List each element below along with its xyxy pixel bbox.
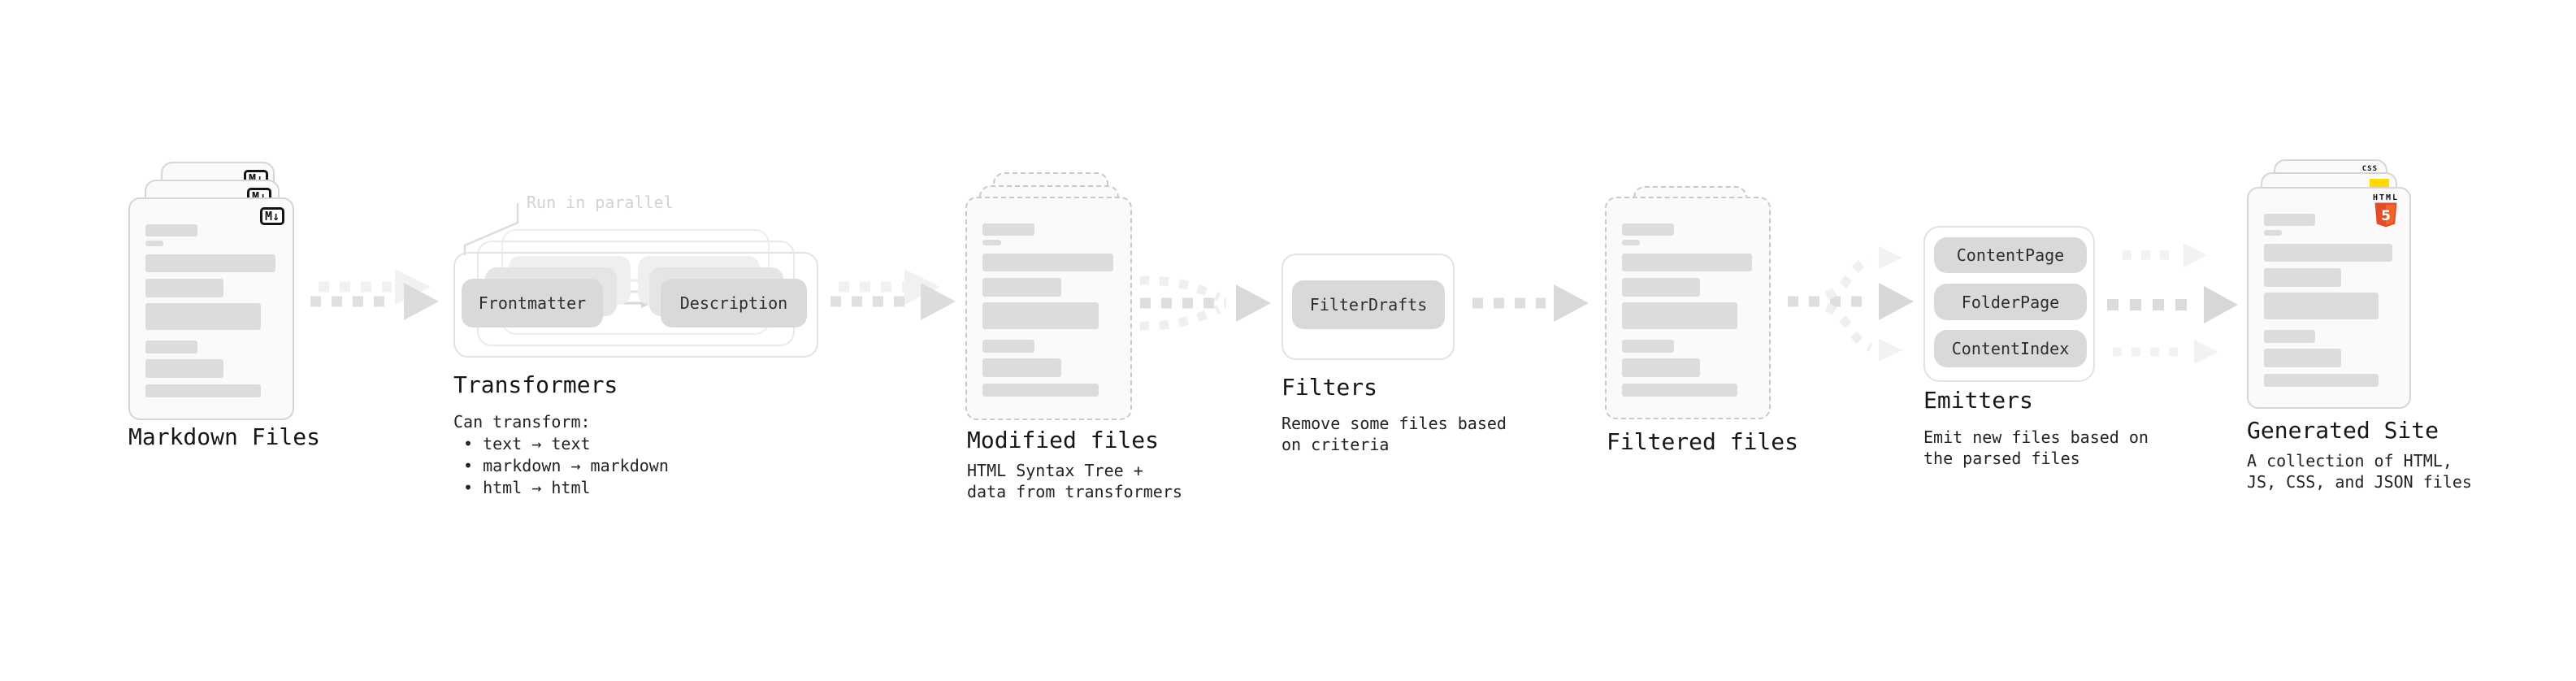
stage-label-emitters: Emitters xyxy=(1923,387,2033,414)
arrow-markdown-to-transformers xyxy=(310,269,439,320)
emitters-desc: Emit new files based on the parsed files xyxy=(1923,427,2149,469)
filter-drafts-chip: FilterDrafts xyxy=(1292,280,1445,329)
stage-label-markdown-files: Markdown Files xyxy=(128,423,321,450)
doc-content-bar xyxy=(1622,278,1700,297)
stage-label-generated-site: Generated Site xyxy=(2247,417,2439,444)
doc-content-bar xyxy=(2264,330,2316,343)
filters-desc: Remove some files based on criteria xyxy=(1281,413,1507,455)
doc-content-bar xyxy=(982,240,1001,245)
doc-content-bar xyxy=(145,384,262,397)
document-sheet xyxy=(1605,197,1771,419)
stage-label-modified-files: Modified files xyxy=(967,427,1160,453)
document-sheet: HTML 5 xyxy=(2247,187,2411,409)
doc-content-bar xyxy=(1622,240,1641,245)
folder-page-chip: FolderPage xyxy=(1934,284,2087,320)
doc-content-bar xyxy=(1622,384,1738,397)
markdown-icon: M↓ xyxy=(259,207,284,225)
doc-content-bar xyxy=(2264,268,2341,287)
transformers-bullet: • html → html xyxy=(463,478,591,497)
transformers-desc-title: Can transform: xyxy=(453,412,591,432)
emitters-card xyxy=(1923,226,2095,382)
js-file-icon xyxy=(2370,179,2389,189)
stage-label-filters: Filters xyxy=(1281,374,1378,401)
arrow-transformers-to-modified xyxy=(830,269,956,320)
arrow-filters-to-filtered xyxy=(1472,284,1589,322)
doc-content-bar xyxy=(1622,223,1674,236)
arrow-emitters-to-generated xyxy=(2107,243,2238,364)
frontmatter-chip: Frontmatter xyxy=(462,279,603,327)
run-in-parallel-callout: Run in parallel xyxy=(527,193,674,212)
document-content xyxy=(982,223,1113,397)
document-content xyxy=(2264,214,2392,387)
html5-icon: HTML 5 xyxy=(2370,193,2402,231)
doc-content-bar xyxy=(145,359,223,378)
doc-content-bar xyxy=(145,303,262,330)
callout-leader-line xyxy=(463,203,519,255)
doc-content-bar xyxy=(982,302,1099,329)
document-content xyxy=(145,224,275,397)
document-sheet xyxy=(965,197,1132,420)
doc-content-bar xyxy=(982,340,1035,353)
doc-content-bar xyxy=(982,223,1035,236)
doc-content-bar xyxy=(982,358,1061,377)
document-content xyxy=(1622,223,1752,397)
desc-line: Remove some files based xyxy=(1281,414,1507,433)
arrow-modified-to-filters xyxy=(1139,275,1271,331)
transformer-card-front xyxy=(453,252,818,358)
doc-content-bar xyxy=(2264,244,2392,262)
desc-line: Emit new files based on xyxy=(1923,427,2149,447)
stage-label-transformers: Transformers xyxy=(453,371,618,398)
doc-content-bar xyxy=(145,254,275,272)
html5-icon-number: 5 xyxy=(2381,208,2391,224)
description-chip: Description xyxy=(661,279,807,327)
doc-content-bar xyxy=(145,279,223,297)
doc-content-bar xyxy=(145,224,197,236)
html5-shield: 5 xyxy=(2374,202,2397,228)
doc-content-bar xyxy=(982,254,1113,271)
doc-content-bar xyxy=(982,384,1099,397)
desc-line: on criteria xyxy=(1281,435,1390,454)
doc-content-bar xyxy=(2264,349,2341,367)
modified-files-desc: HTML Syntax Tree + data from transformer… xyxy=(967,460,1182,502)
transformers-bullet: • text → text xyxy=(463,434,591,453)
arrow-filtered-to-emitters xyxy=(1788,246,1914,362)
doc-content-bar xyxy=(1622,302,1738,329)
doc-content-bar xyxy=(145,340,197,354)
doc-content-bar xyxy=(2264,230,2283,236)
doc-content-bar xyxy=(1622,358,1700,377)
stage-label-filtered-files: Filtered files xyxy=(1607,428,1799,455)
transformers-bullet: • markdown → markdown xyxy=(463,456,669,475)
desc-line: data from transformers xyxy=(967,482,1182,501)
filters-card xyxy=(1281,254,1455,360)
desc-line: JS, CSS, and JSON files xyxy=(2247,472,2472,492)
content-index-chip: ContentIndex xyxy=(1934,330,2087,367)
html5-icon-word: HTML xyxy=(2372,193,2400,202)
desc-line: HTML Syntax Tree + xyxy=(967,461,1143,480)
generated-site-desc: A collection of HTML, JS, CSS, and JSON … xyxy=(2247,450,2472,492)
doc-content-bar xyxy=(145,241,164,246)
doc-content-bar xyxy=(2264,214,2316,226)
content-page-chip: ContentPage xyxy=(1934,237,2087,273)
doc-content-bar xyxy=(1622,254,1752,271)
doc-content-bar xyxy=(2264,374,2379,387)
doc-content-bar xyxy=(1622,340,1674,353)
desc-line: the parsed files xyxy=(1923,449,2080,468)
document-sheet: M↓ xyxy=(128,197,294,420)
doc-content-bar xyxy=(982,278,1061,297)
doc-content-bar xyxy=(2264,293,2379,319)
desc-line: A collection of HTML, xyxy=(2247,451,2452,471)
